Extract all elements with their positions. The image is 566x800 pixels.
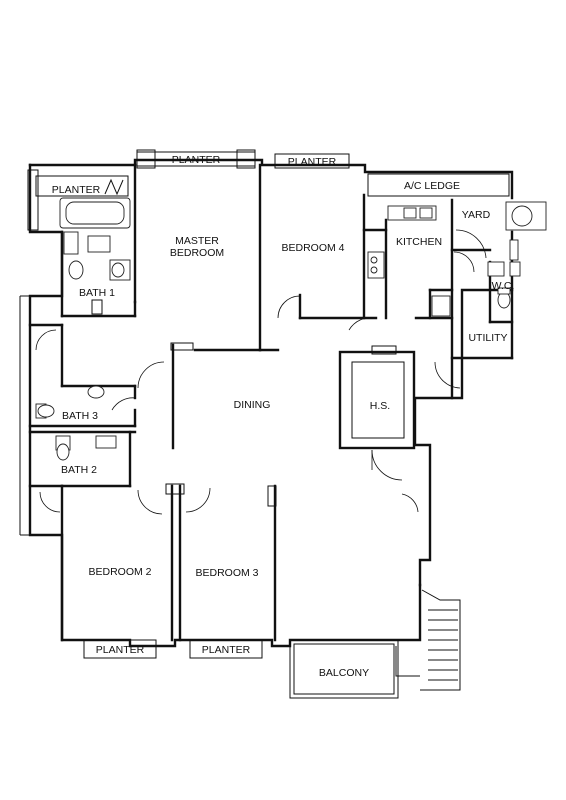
planter-top-1: PLANTER [136,149,256,169]
dining-label: DINING [234,399,271,411]
planter-bottom-2: PLANTER [189,639,263,659]
planter-bottom-1: PLANTER [83,639,157,659]
planter-left-label: PLANTER [52,184,101,196]
balcony: BALCONY [289,639,399,699]
interior-walls [19,163,514,642]
staircase [395,589,461,691]
planter-bottom-1-label: PLANTER [96,644,145,656]
household-shelter: H.S. [338,345,416,450]
planter-top-1-label: PLANTER [172,154,221,166]
master-bedroom-label-2: BEDROOM [170,247,224,259]
kitchen-label: KITCHEN [396,236,442,248]
bedroom3-label: BEDROOM 3 [195,567,258,579]
planter-bottom-2-label: PLANTER [202,644,251,656]
wc-label: W.C. [492,280,515,292]
bedroom4-label: BEDROOM 4 [281,242,344,254]
bedroom2-label: BEDROOM 2 [88,566,151,578]
hs-label: H.S. [370,400,390,412]
bath1-label: BATH 1 [79,287,115,299]
utility-label: UTILITY [468,332,507,344]
master-bedroom-label-1: MASTER [175,235,219,247]
ac-ledge-label: A/C LEDGE [404,180,460,192]
fixtures [35,197,547,461]
yard-label: YARD [462,209,491,221]
doors [35,229,487,515]
planter-top-2: PLANTER [274,153,350,169]
planter-top-2-label: PLANTER [288,156,337,168]
balcony-label: BALCONY [319,667,369,679]
room-labels: A/C LEDGE MASTER BEDROOM BEDROOM 4 KITCH… [61,180,514,579]
planter-left: PLANTER [27,169,129,231]
bath3-label: BATH 3 [62,410,98,422]
bath2-label: BATH 2 [61,464,97,476]
